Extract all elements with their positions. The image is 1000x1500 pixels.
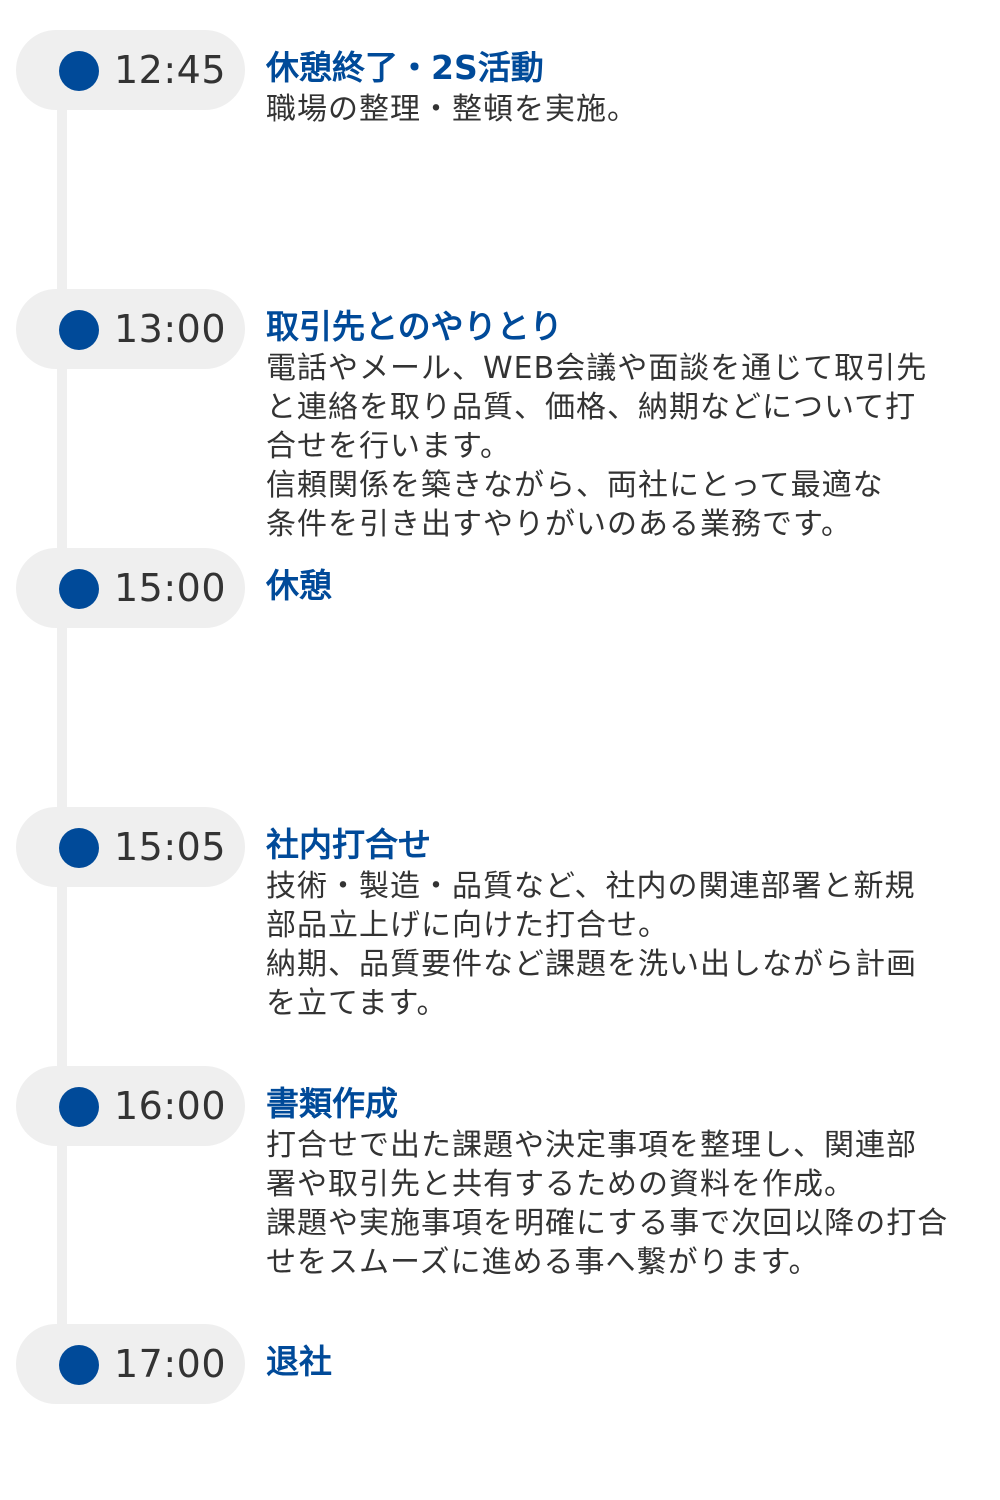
time-label: 12:45 [114, 48, 227, 92]
entry-description: 打合せで出た課題や決定事項を整理し、関連部 署や取引先と共有するための資料を作成… [266, 1128, 949, 1280]
entry-title: 休憩 [266, 566, 332, 605]
timeline-connector-line [57, 100, 67, 1340]
entry-description: 技術・製造・品質など、社内の関連部署と新規 部品立上げに向けた打合せ。 納期、品… [266, 869, 917, 1021]
entry-description: 電話やメール、WEB会議や面談を通じて取引先 と連絡を取り品質、価格、納期などに… [266, 351, 928, 542]
entry-content: 退社 [266, 1340, 1000, 1384]
time-badge: 13:00 [16, 289, 245, 369]
time-badge: 15:00 [16, 548, 245, 628]
entry-content: 休憩 [266, 564, 1000, 608]
timeline-dot-icon [59, 310, 99, 350]
timeline-dot-icon [59, 1345, 99, 1385]
timeline-dot-icon [59, 569, 99, 609]
entry-content: 社内打合せ 技術・製造・品質など、社内の関連部署と新規 部品立上げに向けた打合せ… [266, 823, 1000, 1023]
time-badge: 17:00 [16, 1324, 245, 1404]
time-badge: 12:45 [16, 30, 245, 110]
time-label: 15:00 [114, 566, 227, 610]
entry-title: 休憩終了・2S活動 [266, 48, 544, 87]
entry-title: 退社 [266, 1342, 332, 1381]
time-badge: 15:05 [16, 807, 245, 887]
time-label: 15:05 [114, 825, 227, 869]
time-label: 16:00 [114, 1084, 227, 1128]
timeline-dot-icon [59, 1087, 99, 1127]
entry-content: 休憩終了・2S活動 職場の整理・整頓を実施。 [266, 46, 1000, 129]
time-label: 13:00 [114, 307, 227, 351]
entry-title: 社内打合せ [266, 825, 431, 864]
entry-content: 取引先とのやりとり 電話やメール、WEB会議や面談を通じて取引先 と連絡を取り品… [266, 305, 1000, 544]
time-badge: 16:00 [16, 1066, 245, 1146]
entry-title: 取引先とのやりとり [266, 307, 563, 346]
entry-title: 書類作成 [266, 1084, 398, 1123]
entry-description: 職場の整理・整頓を実施。 [266, 92, 638, 127]
timeline-dot-icon [59, 51, 99, 91]
entry-content: 書類作成 打合せで出た課題や決定事項を整理し、関連部 署や取引先と共有するための… [266, 1082, 1000, 1282]
timeline-dot-icon [59, 828, 99, 868]
time-label: 17:00 [114, 1342, 227, 1386]
